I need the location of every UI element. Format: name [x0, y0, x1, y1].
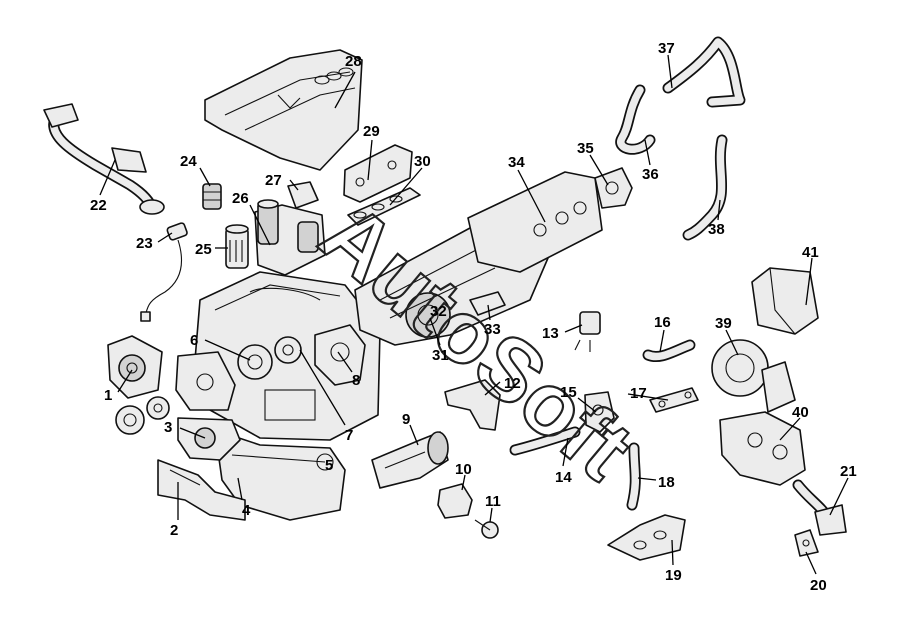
part-5-oil-pan: [214, 429, 346, 521]
callout-19: 19: [665, 567, 682, 584]
part-12-intake-duct: [444, 379, 501, 431]
callout-24: 24: [180, 153, 197, 170]
part-25-oil-filter: [225, 224, 249, 269]
callout-labels: 1 2 3 4 5 6 7 8 9 10 11 12 13 14 15 16 1…: [90, 40, 857, 594]
part-21-pipe: [792, 479, 847, 536]
callout-11: 11: [485, 493, 501, 510]
callout-32: 32: [430, 303, 447, 320]
callout-38: 38: [708, 221, 725, 238]
callout-41: 41: [802, 244, 819, 261]
callout-27: 27: [265, 172, 282, 189]
part-6-timing-gear: [237, 336, 302, 380]
part-3-water-pump: [177, 417, 241, 461]
callout-14: 14: [555, 469, 572, 486]
part-39-turbo: [711, 339, 796, 413]
part-40-exhaust-manifold: [719, 411, 806, 486]
callout-25: 25: [195, 241, 212, 258]
part-front-cover: [175, 351, 236, 411]
callout-23: 23: [136, 235, 153, 252]
part-14-pipe: [509, 426, 581, 456]
callout-10: 10: [455, 461, 472, 478]
part-9-oil-pump: [371, 431, 449, 489]
callout-3: 3: [164, 419, 172, 436]
callout-5: 5: [325, 457, 333, 474]
callout-34: 34: [508, 154, 525, 171]
callout-17: 17: [630, 385, 647, 402]
part-37-coolant-pipe: [662, 36, 746, 108]
part-28-engine-cover: [204, 49, 363, 171]
callout-7: 7: [345, 427, 353, 444]
callout-36: 36: [642, 166, 659, 183]
callout-20: 20: [810, 577, 827, 594]
callout-4: 4: [242, 502, 251, 519]
part-33-bracket: [469, 291, 506, 316]
callout-15: 15: [560, 384, 577, 401]
part-38-hose: [682, 134, 728, 241]
part-15-egr-valve: [584, 391, 615, 433]
callout-22: 22: [90, 197, 107, 214]
part-35-thermostat-housing: [594, 167, 633, 209]
part-27-sensor: [287, 181, 319, 209]
callout-13: 13: [542, 325, 559, 342]
callout-31: 31: [432, 347, 449, 364]
callout-33: 33: [484, 321, 501, 338]
part-24-filter-cap: [202, 183, 222, 210]
callout-2: 2: [170, 522, 178, 539]
part-11-bolt: [474, 519, 499, 539]
callout-6: 6: [190, 332, 198, 349]
part-17-gasket: [649, 387, 699, 413]
part-19-heat-shield: [607, 514, 686, 561]
callout-1: 1: [104, 387, 112, 404]
callout-8: 8: [352, 372, 360, 389]
leader-lines: [99, 54, 849, 575]
part-26-filter-housing: [254, 199, 326, 276]
callout-30: 30: [414, 153, 431, 170]
part-30-gasket: [347, 187, 421, 226]
callout-21: 21: [840, 463, 857, 480]
callout-29: 29: [363, 123, 380, 140]
part-41-cover: [751, 267, 819, 335]
part-pulleys: [115, 396, 170, 435]
part-36-hose: [615, 84, 656, 155]
part-2-heat-shield: [157, 459, 246, 521]
part-34-valve-cover: [467, 171, 603, 273]
callout-16: 16: [654, 314, 671, 331]
part-16-pipe: [642, 339, 696, 363]
part-23-sensor-wire: [140, 222, 188, 322]
part-18-dipstick: [626, 442, 641, 511]
part-1-bracket: [107, 335, 163, 399]
callout-35: 35: [577, 140, 594, 157]
callout-37: 37: [658, 40, 675, 57]
callout-26: 26: [232, 190, 249, 207]
callout-18: 18: [658, 474, 675, 491]
part-22-coolant-pipe: [43, 103, 165, 215]
part-10-thermostat: [437, 483, 473, 519]
callout-40: 40: [792, 404, 809, 421]
part-20-gasket: [794, 529, 819, 557]
callout-39: 39: [715, 315, 732, 332]
parts-layer: [43, 36, 847, 561]
callout-12: 12: [504, 375, 521, 392]
part-13-valve: [574, 311, 601, 352]
part-29-valve-cover-small: [343, 144, 413, 203]
callout-9: 9: [402, 411, 410, 428]
callout-28: 28: [345, 53, 362, 70]
